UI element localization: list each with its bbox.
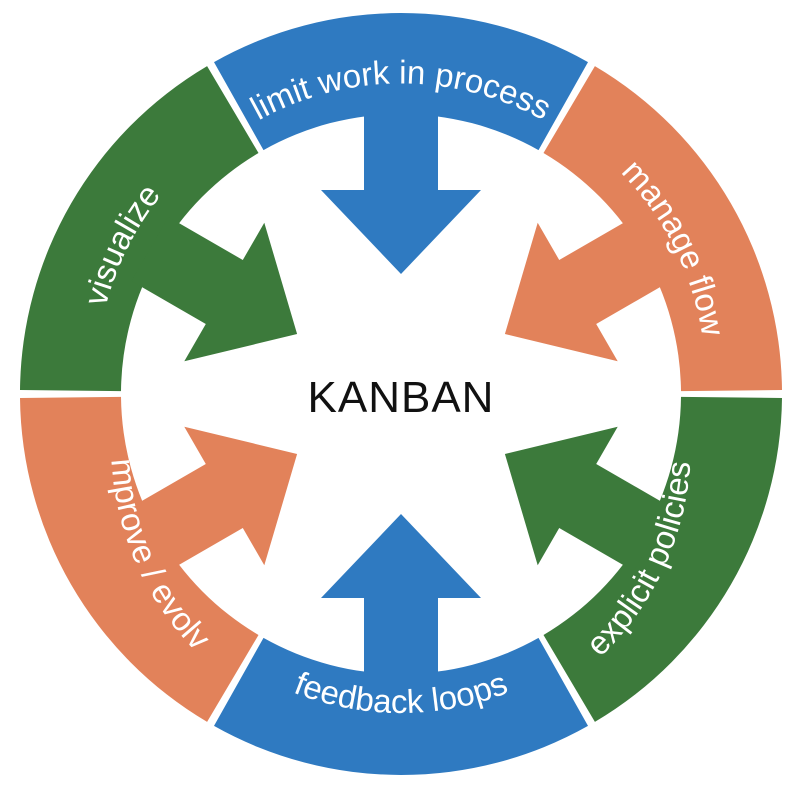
segment-band-explicit-policies: [543, 396, 782, 722]
inward-arrow-explicit-policies: [504, 426, 671, 571]
center-title: KANBAN: [308, 373, 495, 422]
segment-band-manage-flow: [543, 66, 782, 392]
segment-improve-evolve: [20, 396, 298, 722]
segment-explicit-policies: [504, 396, 782, 722]
inward-arrow-visualize: [131, 217, 298, 362]
inward-arrow-manage-flow: [504, 217, 671, 362]
segment-limit-wip: [214, 13, 588, 274]
segment-band-improve-evolve: [20, 396, 259, 722]
inward-arrow-improve-evolve: [131, 426, 298, 571]
segment-band-visualize: [20, 66, 259, 392]
segments-layer: [20, 13, 782, 775]
segment-visualize: [20, 66, 298, 392]
inward-arrow-feedback-loops: [321, 514, 481, 684]
inward-arrow-limit-wip: [321, 104, 481, 274]
segment-feedback-loops: [214, 514, 588, 775]
segment-manage-flow: [504, 66, 782, 392]
segment-band-limit-wip: [214, 13, 588, 151]
segment-band-feedback-loops: [214, 637, 588, 775]
